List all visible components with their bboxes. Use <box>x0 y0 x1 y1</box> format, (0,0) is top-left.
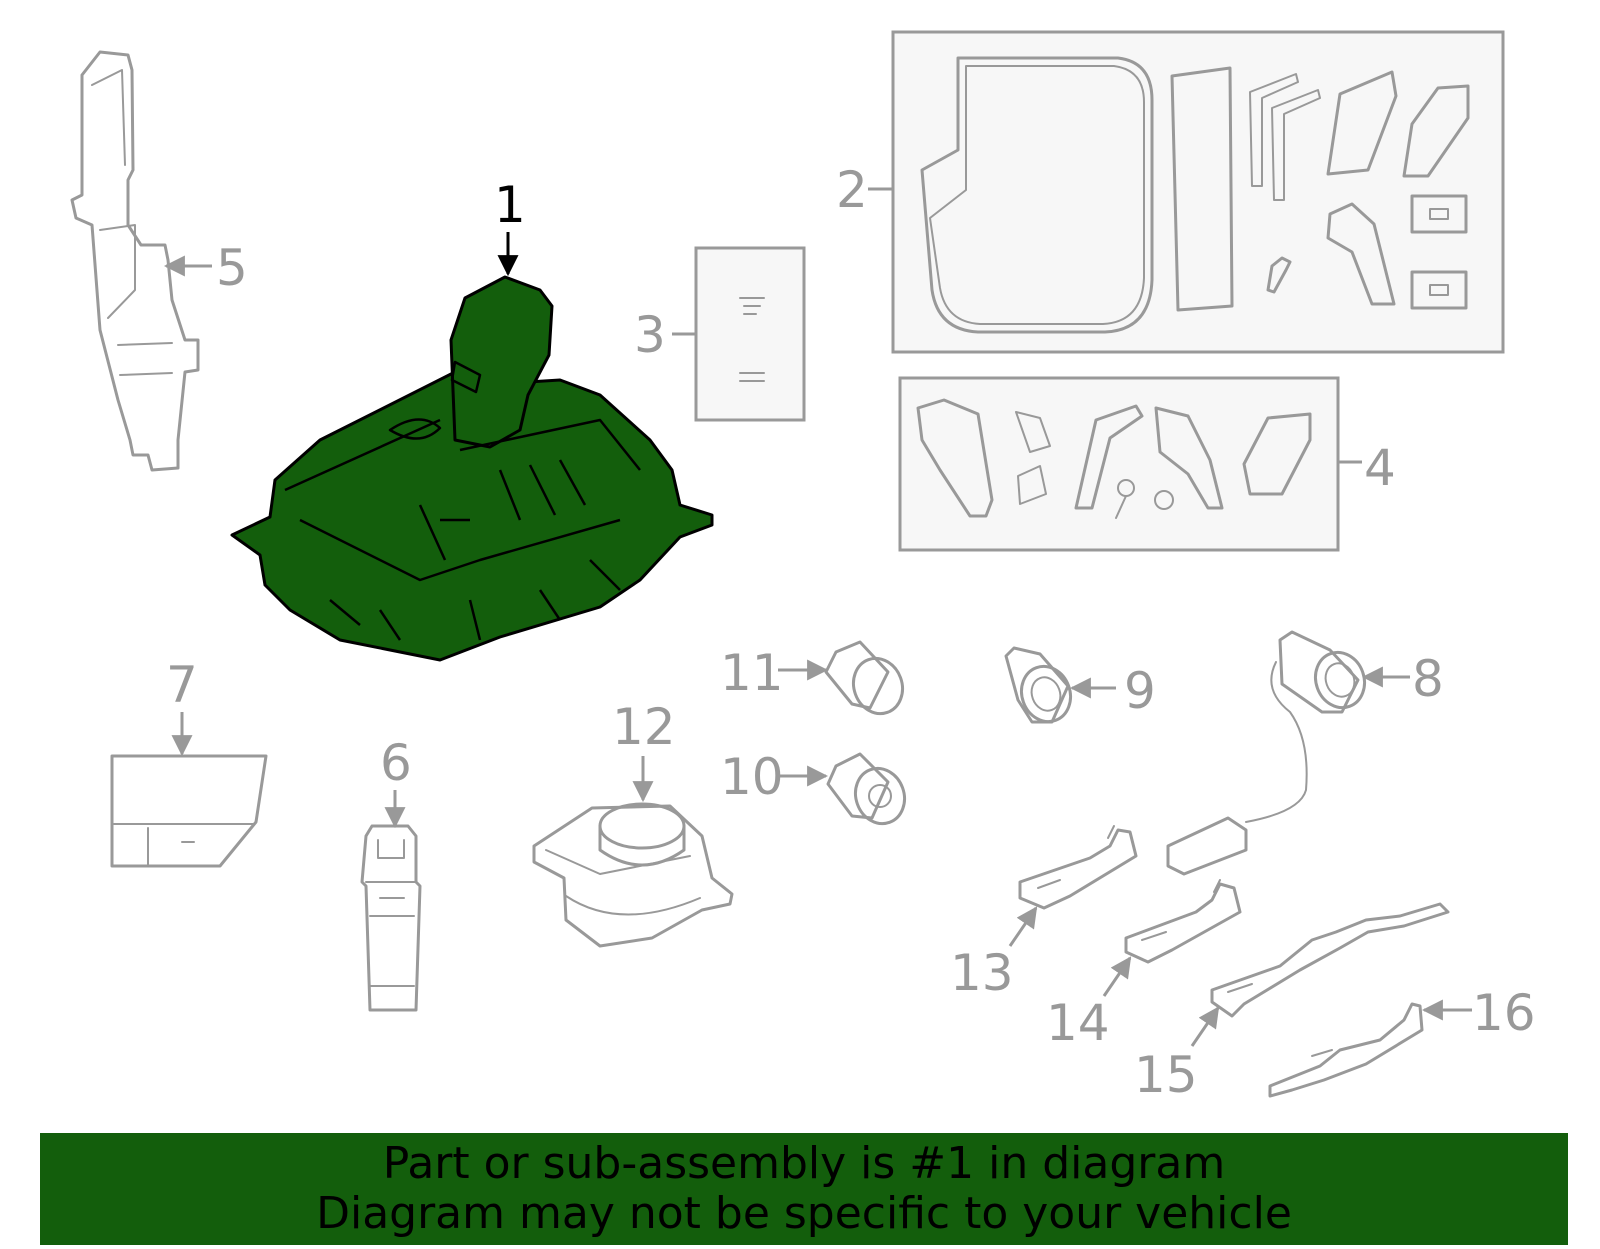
part-1-shifter-assembly[interactable] <box>230 275 714 662</box>
callout-11: 11 <box>720 644 784 702</box>
callout-7: 7 <box>166 656 198 714</box>
callout-9: 9 <box>1124 662 1156 720</box>
callout-12: 12 <box>612 698 676 756</box>
callout-14: 14 <box>1046 994 1110 1052</box>
callout-10: 10 <box>720 748 784 806</box>
part-6-switch-module[interactable] <box>360 824 422 1012</box>
part-11-socket[interactable] <box>824 640 910 721</box>
callout-13: 13 <box>950 944 1014 1002</box>
part-14-terminal[interactable] <box>1124 879 1242 964</box>
callout-6: 6 <box>380 734 412 792</box>
callout-3: 3 <box>634 306 666 364</box>
part-12-controller-knob[interactable] <box>532 802 734 948</box>
callout-4: 4 <box>1364 439 1396 497</box>
banner-line-1: Part or sub-assembly is #1 in diagram <box>382 1138 1226 1189</box>
part-15-terminal-lead[interactable] <box>1210 902 1450 1018</box>
callout-numbers: 1 2 3 4 5 6 7 8 9 10 11 12 13 14 15 16 <box>166 161 1536 1104</box>
callout-1: 1 <box>494 176 526 234</box>
callout-15: 15 <box>1134 1046 1198 1104</box>
part-5-side-trim[interactable] <box>70 50 200 472</box>
part-10-socket[interactable] <box>826 752 912 831</box>
part-13-terminal[interactable] <box>1018 825 1138 910</box>
parts-diagram: 1 2 3 4 5 6 7 8 9 10 11 12 13 14 15 16 <box>70 30 1536 1104</box>
part-9-socket[interactable] <box>1004 646 1078 729</box>
callout-8: 8 <box>1412 650 1444 708</box>
part-2-trim-kit[interactable] <box>891 30 1505 354</box>
part-4-bezel-kit[interactable] <box>898 376 1340 552</box>
part-7-switch-panel[interactable] <box>110 754 268 868</box>
banner-line-2: Diagram may not be specific to your vehi… <box>316 1188 1292 1239</box>
callout-16: 16 <box>1472 984 1536 1042</box>
leader-lines <box>163 187 1472 1047</box>
callout-5: 5 <box>216 239 248 297</box>
callout-2: 2 <box>836 161 868 219</box>
info-banner: Part or sub-assembly is #1 in diagram Di… <box>40 1133 1568 1245</box>
part-8-socket-harness[interactable] <box>1166 630 1372 876</box>
part-16-terminal[interactable] <box>1268 1002 1424 1098</box>
part-3-label-sheet[interactable] <box>694 246 806 422</box>
